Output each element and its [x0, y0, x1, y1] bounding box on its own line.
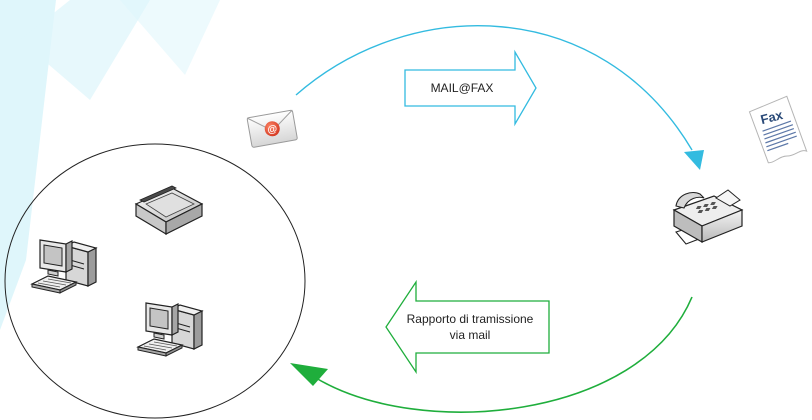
email-envelope-icon: @ [246, 109, 298, 148]
mail-at-fax-arrow: MAIL@FAX [404, 49, 537, 127]
office-network-circle [4, 143, 306, 419]
outgoing-flow-arc [295, 25, 704, 170]
email-at-symbol: @ [267, 123, 279, 136]
incoming-flow-arc [290, 296, 693, 413]
background-watermark [0, 0, 220, 330]
fax-document-title: Fax [759, 107, 785, 127]
mail-at-fax-label: MAIL@FAX [431, 81, 494, 95]
transmission-report-label-line2: via mail [450, 328, 491, 342]
fax-document-icon: Fax [748, 95, 808, 164]
desktop-computer-icon [31, 239, 97, 294]
scanner-icon [134, 185, 204, 236]
transmission-report-arrow: Rapporto di tramissione via mail [385, 279, 550, 375]
fax-machine-icon [672, 189, 744, 245]
desktop-computer-icon [137, 302, 203, 357]
transmission-report-label-line1: Rapporto di tramissione [407, 312, 534, 326]
